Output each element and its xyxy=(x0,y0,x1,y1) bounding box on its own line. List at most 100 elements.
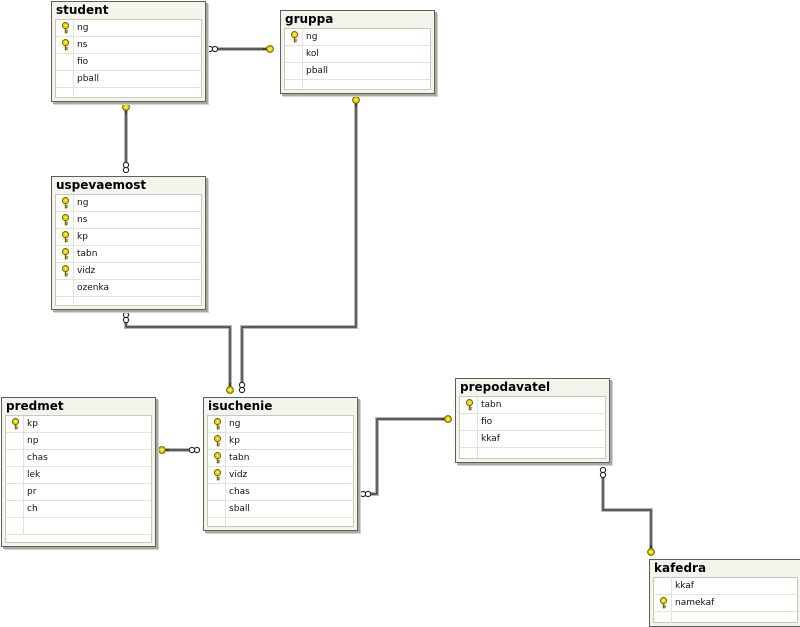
row-selector[interactable] xyxy=(56,71,74,87)
new-column-row[interactable] xyxy=(56,88,201,97)
many-end-icon xyxy=(193,446,201,454)
row-selector[interactable] xyxy=(6,450,24,466)
row-selector[interactable] xyxy=(285,80,303,89)
column-row[interactable]: kkaf xyxy=(654,578,797,595)
column-row[interactable]: chas xyxy=(208,484,353,501)
row-selector[interactable] xyxy=(56,195,74,211)
new-column-row[interactable] xyxy=(285,80,430,89)
row-selector[interactable] xyxy=(56,20,74,36)
column-row[interactable]: pr xyxy=(6,484,151,501)
new-column-row[interactable] xyxy=(56,297,201,305)
table-title[interactable]: gruppa xyxy=(285,12,334,26)
relationship-uspevaemost-isuchenie[interactable] xyxy=(122,311,234,394)
column-row[interactable]: kkaf xyxy=(460,431,605,448)
column-row[interactable]: kp xyxy=(56,229,201,246)
column-row[interactable]: ns xyxy=(56,212,201,229)
column-row[interactable]: chas xyxy=(6,450,151,467)
column-row[interactable]: ng xyxy=(208,416,353,433)
connector-line-shadow xyxy=(124,315,232,390)
row-selector[interactable] xyxy=(654,578,672,594)
column-row[interactable]: kp xyxy=(6,416,151,433)
column-name: kkaf xyxy=(675,581,694,591)
column-row[interactable]: np xyxy=(6,433,151,450)
relationship-prepodavatel-isuchenie[interactable] xyxy=(359,415,452,498)
new-column-row[interactable] xyxy=(654,612,797,622)
column-row[interactable]: sball xyxy=(208,501,353,518)
column-row[interactable]: ng xyxy=(56,195,201,212)
row-selector[interactable] xyxy=(208,501,226,517)
column-row[interactable]: tabn xyxy=(56,246,201,263)
column-row[interactable]: ozenka xyxy=(56,280,201,297)
column-row[interactable]: tabn xyxy=(460,397,605,414)
column-row[interactable]: pball xyxy=(285,63,430,80)
column-row[interactable]: tabn xyxy=(208,450,353,467)
row-selector[interactable] xyxy=(460,448,478,458)
table-title[interactable]: student xyxy=(56,3,109,17)
row-selector[interactable] xyxy=(6,416,24,432)
row-selector[interactable] xyxy=(56,297,74,305)
column-row[interactable]: kp xyxy=(208,433,353,450)
row-selector[interactable] xyxy=(56,88,74,97)
row-selector[interactable] xyxy=(208,433,226,449)
column-row[interactable]: namekaf xyxy=(654,595,797,612)
table-title[interactable]: prepodavatel xyxy=(460,380,551,394)
column-name: tabn xyxy=(229,453,250,463)
row-selector[interactable] xyxy=(6,501,24,517)
row-selector[interactable] xyxy=(460,414,478,430)
new-column-row[interactable] xyxy=(6,518,151,535)
row-selector[interactable] xyxy=(56,246,74,262)
table-title[interactable]: predmet xyxy=(6,399,64,413)
row-selector[interactable] xyxy=(285,46,303,62)
row-selector[interactable] xyxy=(460,431,478,447)
column-row[interactable]: lek xyxy=(6,467,151,484)
row-selector[interactable] xyxy=(56,229,74,245)
row-selector[interactable] xyxy=(56,212,74,228)
relationship-student-gruppa[interactable] xyxy=(206,45,274,53)
table-title[interactable]: uspevaemost xyxy=(56,178,147,192)
column-row[interactable]: pball xyxy=(56,71,201,88)
table-title[interactable]: isuchenie xyxy=(208,399,273,413)
column-row[interactable]: ng xyxy=(285,29,430,46)
column-row[interactable]: fio xyxy=(56,54,201,71)
row-selector[interactable] xyxy=(460,397,478,413)
relationship-gruppa-isuchenie[interactable] xyxy=(238,96,360,394)
column-row[interactable]: ng xyxy=(56,20,201,37)
row-selector[interactable] xyxy=(6,484,24,500)
row-selector[interactable] xyxy=(654,595,672,611)
column-row[interactable]: fio xyxy=(460,414,605,431)
column-row[interactable]: ns xyxy=(56,37,201,54)
row-selector[interactable] xyxy=(208,450,226,466)
row-selector[interactable] xyxy=(56,54,74,70)
new-column-row[interactable] xyxy=(460,448,605,458)
row-selector[interactable] xyxy=(56,280,74,296)
row-selector[interactable] xyxy=(6,433,24,449)
table-kafedra[interactable]: kafedra kkaf namekaf xyxy=(649,559,800,627)
column-row[interactable]: vidz xyxy=(56,263,201,280)
row-selector[interactable] xyxy=(208,416,226,432)
row-selector[interactable] xyxy=(56,263,74,279)
relationship-student-uspevaemost[interactable] xyxy=(122,103,130,174)
row-selector[interactable] xyxy=(208,467,226,483)
row-selector[interactable] xyxy=(285,29,303,45)
column-row[interactable]: kol xyxy=(285,46,430,63)
column-row[interactable]: ch xyxy=(6,501,151,518)
relationship-predmet-isuchenie[interactable] xyxy=(158,446,201,454)
new-column-row[interactable] xyxy=(208,518,353,526)
table-title[interactable]: kafedra xyxy=(654,561,707,575)
row-selector[interactable] xyxy=(56,37,74,53)
row-selector[interactable] xyxy=(208,484,226,500)
many-end-icon xyxy=(364,490,372,498)
row-selector[interactable] xyxy=(285,63,303,79)
column-row[interactable]: vidz xyxy=(208,467,353,484)
row-selector[interactable] xyxy=(208,518,226,526)
row-selector[interactable] xyxy=(6,518,24,534)
row-selector[interactable] xyxy=(6,467,24,483)
relationship-kafedra-prepodavatel[interactable] xyxy=(599,466,655,556)
row-selector[interactable] xyxy=(654,612,672,622)
